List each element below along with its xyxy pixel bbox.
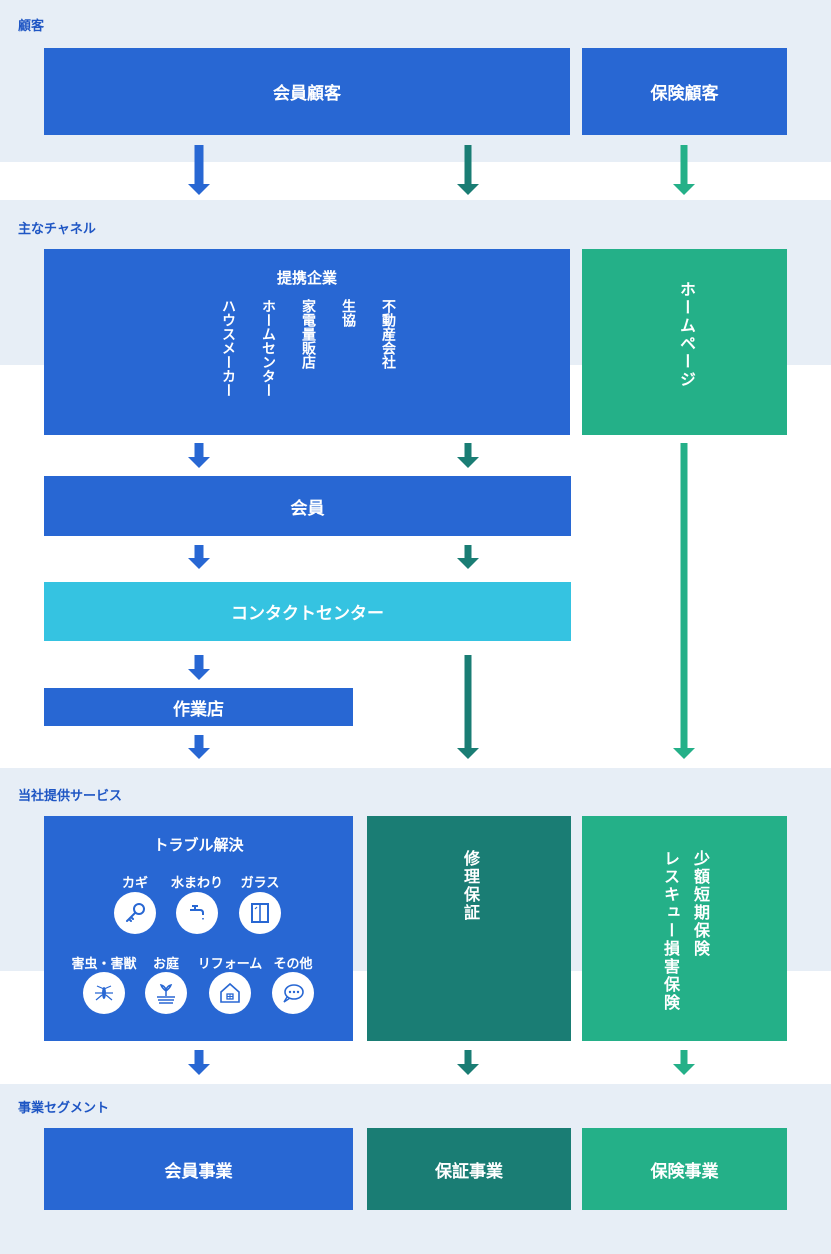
partner-item: ホームセンター <box>260 299 276 397</box>
homepage-box: ホームページ <box>582 249 787 435</box>
insurance-service-label: レスキュー損害保険 <box>661 850 680 1012</box>
warranty-business-box: 保証事業 <box>367 1128 571 1210</box>
partner-item: 家電量販店 <box>300 299 316 369</box>
contractor-label: 作業店 <box>173 699 224 720</box>
window-icon <box>239 892 281 934</box>
mosquito-icon <box>83 972 125 1014</box>
house-icon <box>209 972 251 1014</box>
warranty-business-label: 保証事業 <box>435 1161 503 1182</box>
arrow-customer-to-partner <box>188 145 210 195</box>
faucet-icon <box>176 892 218 934</box>
partner-item: ハウスメーカー <box>220 299 236 397</box>
arrow-contact-to-contractor <box>188 655 210 680</box>
contact-center-box: コンタクトセンター <box>44 582 571 641</box>
arrow-insurance-to-insurance-business <box>673 1050 695 1075</box>
member-business-label: 会員事業 <box>164 1161 233 1182</box>
chat-bubble-icon <box>272 972 314 1014</box>
insurance-customer-box: 保険顧客 <box>582 48 787 135</box>
plant-icon <box>145 972 187 1014</box>
section-label-segments: 事業セグメント <box>18 1101 110 1116</box>
arrow-member-to-contact <box>188 545 210 569</box>
section-label-customers: 顧客 <box>18 19 45 34</box>
arrow-partner-to-member <box>188 443 210 468</box>
insurance-services-box: 少額短期保険 レスキュー損害保険 <box>582 816 787 1041</box>
member-box: 会員 <box>44 476 571 536</box>
homepage-label: ホームページ <box>677 281 696 389</box>
insurance-service-label: 少額短期保険 <box>691 850 710 958</box>
arrow-customer-to-partner-warranty <box>457 145 479 195</box>
partner-item: 生協 <box>340 299 356 327</box>
trouble-resolution-box: トラブル解決 カギ 水まわり ガラス 害虫・害獣 お庭 リフォーム その他 <box>44 816 353 1041</box>
partner-companies-box: 提携企業 不動産会社 生協 家電量販店 ホームセンター ハウスメーカー <box>44 249 570 435</box>
service-label-glass: ガラス <box>240 876 280 891</box>
insurance-business-box: 保険事業 <box>582 1128 787 1210</box>
arrow-customer-to-homepage <box>673 145 695 195</box>
arrow-repair-to-warranty-business <box>457 1050 479 1075</box>
member-business-box: 会員事業 <box>44 1128 353 1210</box>
key-icon <box>114 892 156 934</box>
member-customer-box: 会員顧客 <box>44 48 570 135</box>
service-label-key: カギ <box>121 876 149 891</box>
arrow-partner-to-member-warranty <box>457 443 479 468</box>
service-label-water: 水まわり <box>170 876 224 891</box>
arrow-member-to-contact-warranty <box>457 545 479 569</box>
arrow-homepage-to-insurance <box>673 443 695 759</box>
partner-companies-title: 提携企業 <box>276 269 337 287</box>
arrow-contact-to-repair-warranty <box>457 655 479 759</box>
repair-warranty-box: 修理保証 <box>367 816 571 1041</box>
insurance-customer-label: 保険顧客 <box>650 84 719 104</box>
member-label: 会員 <box>290 498 325 519</box>
arrow-trouble-to-member-business <box>188 1050 210 1075</box>
contractor-box: 作業店 <box>44 688 353 726</box>
service-label-pest: 害虫・害獣 <box>71 957 137 972</box>
section-label-services: 当社提供サービス <box>18 789 123 804</box>
section-label-channels: 主なチャネル <box>18 222 96 237</box>
contact-center-label: コンタクトセンター <box>231 604 384 624</box>
partner-item: 不動産会社 <box>380 299 396 369</box>
repair-warranty-label: 修理保証 <box>461 850 480 922</box>
service-label-garden: お庭 <box>152 957 180 972</box>
trouble-resolution-title: トラブル解決 <box>153 836 244 854</box>
service-label-reform: リフォーム <box>197 957 263 972</box>
arrow-contractor-to-trouble <box>188 735 210 759</box>
member-customer-label: 会員顧客 <box>273 84 341 104</box>
service-label-other: その他 <box>273 957 313 972</box>
insurance-business-label: 保険事業 <box>650 1161 719 1182</box>
